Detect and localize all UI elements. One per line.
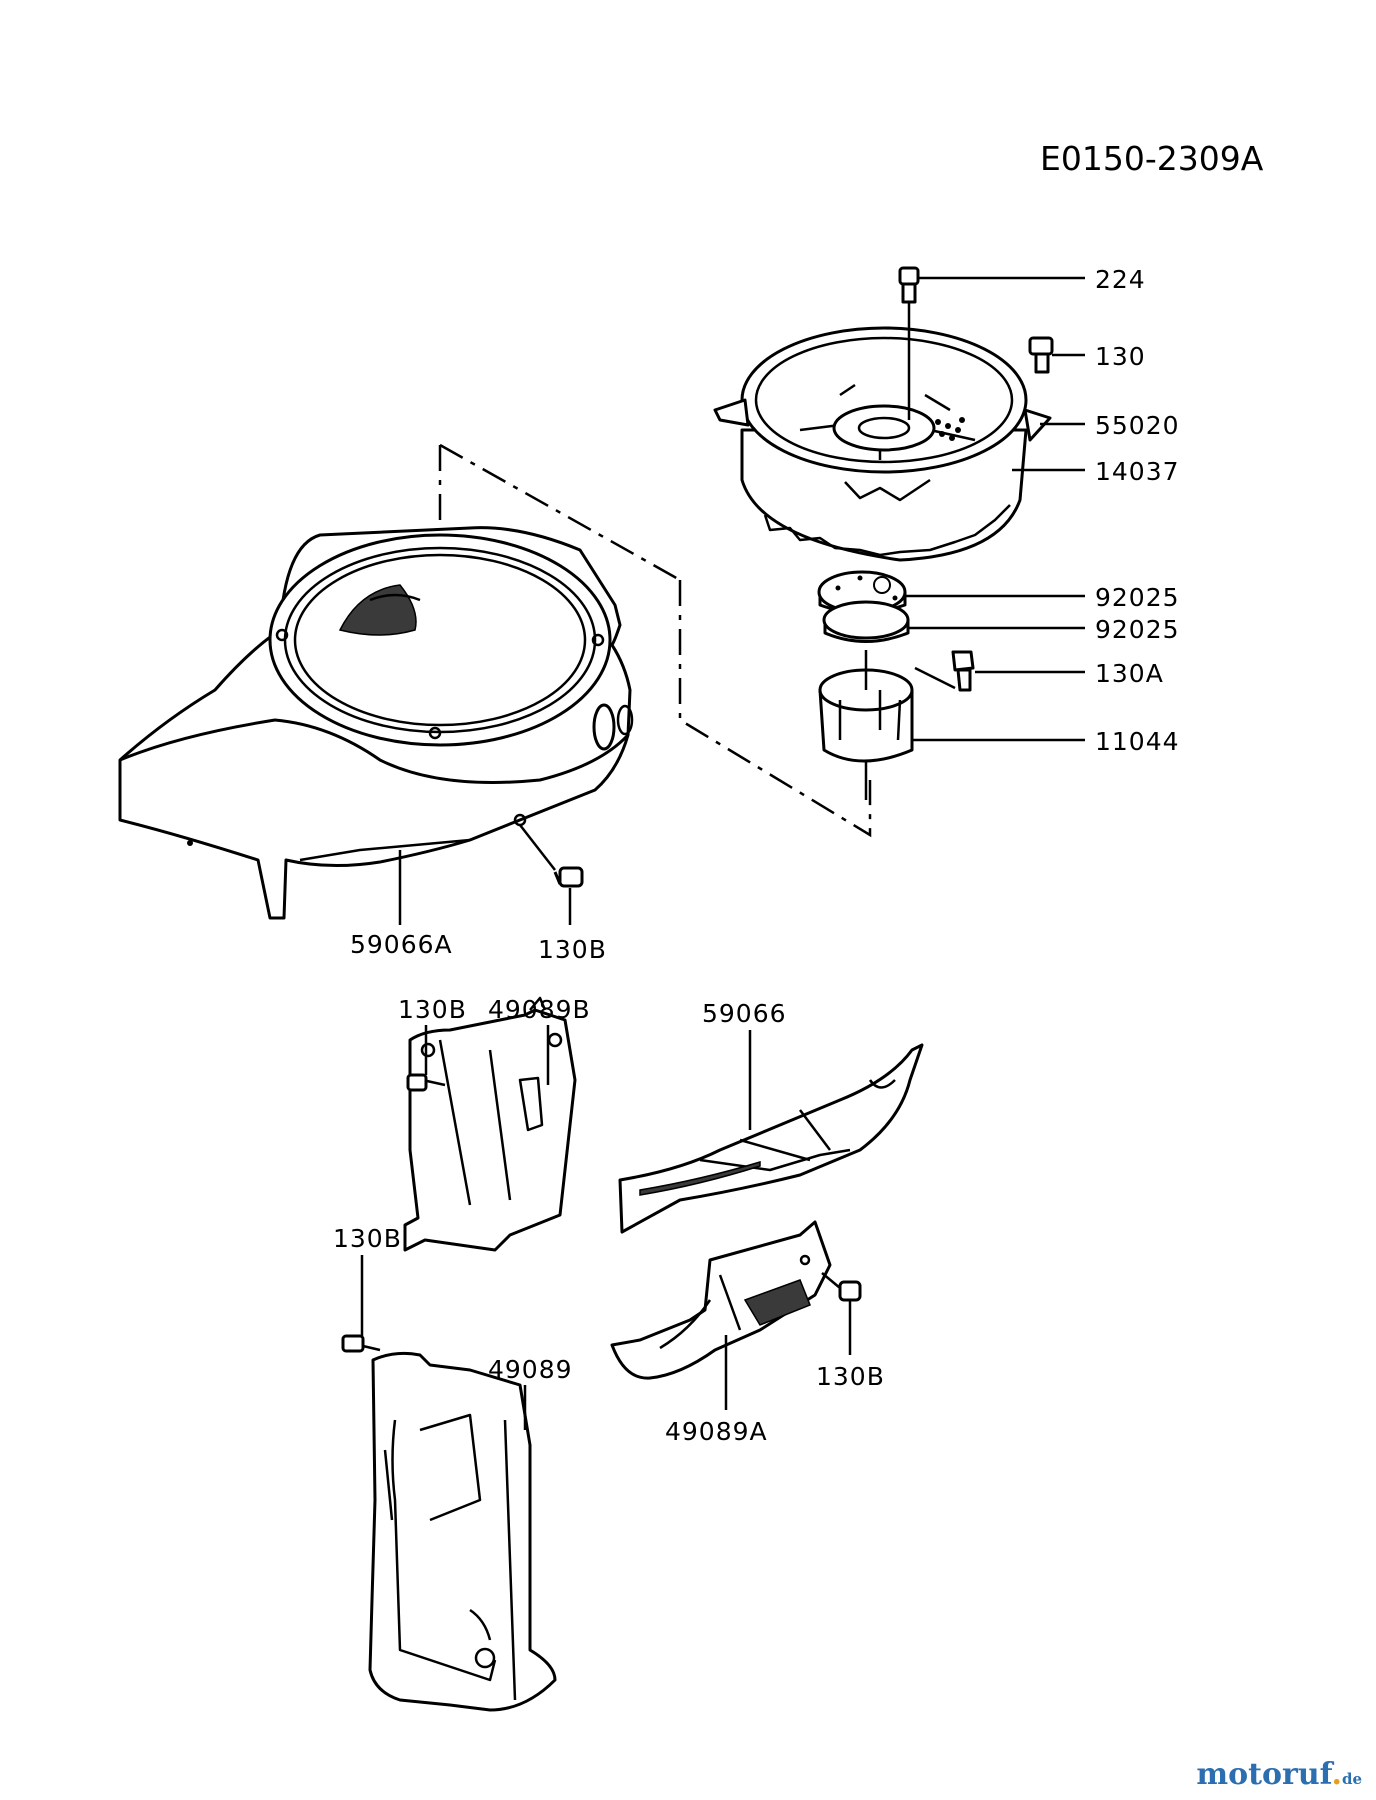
label-92025-upper: 92025 [1095,583,1180,612]
label-224: 224 [1095,265,1146,294]
diagram-code: E0150-2309A [1040,139,1264,178]
cover-49089A [610,1220,832,1380]
bolt-130A [914,650,975,692]
bolt-130B-lower-left [341,1334,381,1353]
label-49089A: 49089A [665,1417,768,1446]
watermark-tld: de [1341,1770,1362,1788]
bolt-224 [898,266,920,420]
part-labels: 224 130 55020 14037 92025 92025 130A 110… [333,265,1180,1446]
label-92025-lower: 92025 [1095,615,1180,644]
shroud-59066 [618,1043,924,1234]
label-130: 130 [1095,342,1146,371]
label-11044: 11044 [1095,727,1180,756]
cover-49089 [368,1351,557,1712]
label-130B-lower-left: 130B [333,1224,402,1253]
label-55020: 55020 [1095,411,1180,440]
bolt-130B-housing [519,824,584,888]
blower-ring-14037 [713,326,1052,562]
vent-holes [935,417,965,441]
label-14037: 14037 [1095,457,1180,486]
label-130B-housing: 130B [538,935,607,964]
label-59066: 59066 [702,999,787,1028]
label-130B-right: 130B [816,1362,885,1391]
bolt-130B-right [821,1272,862,1302]
disc-92025-lower [822,600,910,643]
starter-cup-11044 [818,650,914,800]
label-49089: 49089 [488,1355,573,1384]
label-59066A: 59066A [350,930,453,959]
watermark-name: motoruf [1196,1757,1332,1792]
bolt-130B-upper-left [406,1073,446,1092]
motoruf-watermark: motoruf.de [1196,1757,1362,1792]
fan-housing-59066A [118,526,634,920]
label-49089B: 49089B [488,995,591,1024]
label-130B-upper-left: 130B [398,995,467,1024]
bolt-130 [1028,336,1054,374]
label-130A: 130A [1095,659,1164,688]
leader-lines [360,276,1085,1430]
cover-plate-49089B [403,996,577,1252]
